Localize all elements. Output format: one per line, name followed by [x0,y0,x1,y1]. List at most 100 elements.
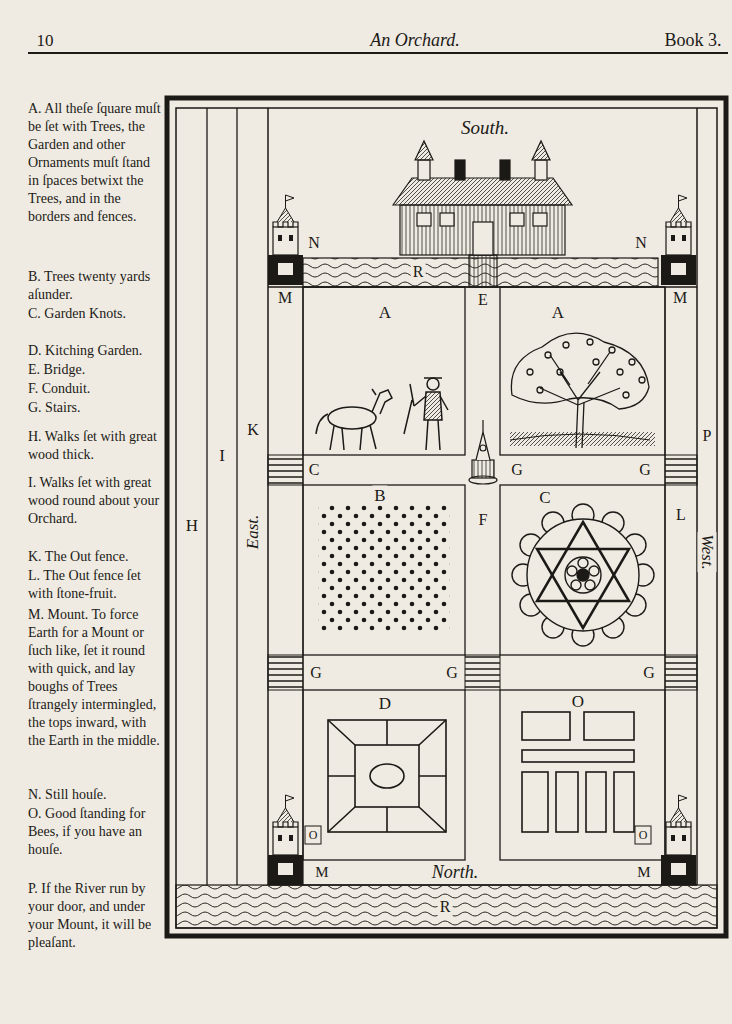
river [176,258,717,928]
tree [510,333,655,448]
horse [372,389,376,395]
compass-label: East. [243,513,262,551]
mount-tower [661,195,696,285]
gardener [426,420,440,450]
callout-letter: R [411,263,426,281]
callout-letter: E [476,291,490,309]
bee-box [305,826,651,844]
beds-pattern [584,712,634,740]
tree [511,333,649,409]
key-entry: I. Walks ſet with great wood round about… [28,474,162,528]
key-entry: E. Bridge. [28,361,162,379]
tree [623,392,629,398]
callout-letter: H [184,516,200,535]
key-entry: K. The Out fence. [28,548,162,566]
callout-letter: F [477,511,490,529]
bridge [469,255,497,287]
kitchen-garden-bed [328,720,446,832]
garden-knot [585,580,595,590]
key-entry: F. Conduit. [28,380,162,398]
beds-pattern [522,772,548,832]
callout-letter: O [307,828,320,842]
tree [537,387,543,393]
house [532,141,550,160]
garden-knot [565,557,601,593]
gardener [424,392,442,420]
tree [639,377,645,383]
callout-letter: G [509,461,525,479]
tree [557,369,563,375]
house [400,205,565,255]
callout-letter: D [377,694,393,713]
house [418,160,430,180]
garden-squares [303,287,665,860]
tree [617,369,623,375]
kitchen-garden-bed [370,764,404,788]
kitchen-garden-bed [328,720,446,832]
plan-frame [167,98,726,936]
key-entry: H. Walks ſet with great wood thick. [28,428,162,464]
callout-letter: C [307,461,322,479]
key-entry: B. Trees twenty yards aſunder. [28,268,162,304]
mount-tower [268,195,303,285]
key-entry: D. Kitching Garden. [28,342,162,360]
garden-knot [571,580,581,590]
callout-letter: A [377,303,393,322]
gardener [404,378,448,450]
callout-letter: P [701,427,714,445]
gardener [414,396,448,410]
callout-letter: R [438,898,453,916]
callout-letter: G [444,664,460,682]
garden-squares [303,485,465,655]
callout-letter: M [276,289,294,307]
callout-letter: B [372,486,387,505]
horse [328,407,376,429]
beds-pattern [522,712,634,832]
page-number: 10 [37,32,54,49]
beds-pattern [614,772,634,832]
callout-letter: L [674,506,688,524]
garden-knot [537,549,629,628]
tree [527,369,533,375]
fountain [476,432,490,460]
house [500,160,510,180]
key-entry: C. Garden Knots. [28,305,162,323]
tree [545,352,551,358]
river [176,885,717,928]
key-entry: N. Still houſe. [28,786,162,804]
garden-knot [512,504,654,646]
house [417,213,431,226]
kitchen-garden-bed [328,720,446,832]
header-rule [28,52,728,54]
beds-pattern [586,772,606,832]
callout-letter: M [671,289,689,307]
key-entry: L. The Out fence ſet with ſtone-fruit. [28,567,162,603]
tree [593,359,599,365]
running-title: An Orchard. [370,31,460,49]
compass-label: North. [430,862,481,882]
horse [372,390,392,414]
garden-squares [303,690,465,860]
beds-pattern [522,712,570,740]
stairs [268,455,697,690]
stairs [268,655,303,690]
fountain [480,445,486,451]
garden-knot [589,566,599,576]
garden-squares [500,690,665,860]
callout-letter: G [641,664,657,682]
kitchen-garden-bed [328,720,446,832]
beds-pattern [556,772,578,832]
compass-label: South. [461,118,509,137]
gardener [404,384,414,434]
header-rule [28,53,728,54]
book-number: Book 3. [664,31,721,49]
gardener [427,378,439,390]
horse [316,414,328,434]
mount-tower [268,195,696,885]
bridge [469,255,497,287]
house [440,213,454,226]
callout-letter: M [635,864,652,881]
garden-squares [500,287,665,455]
house [533,213,547,226]
bee-box [305,826,321,844]
